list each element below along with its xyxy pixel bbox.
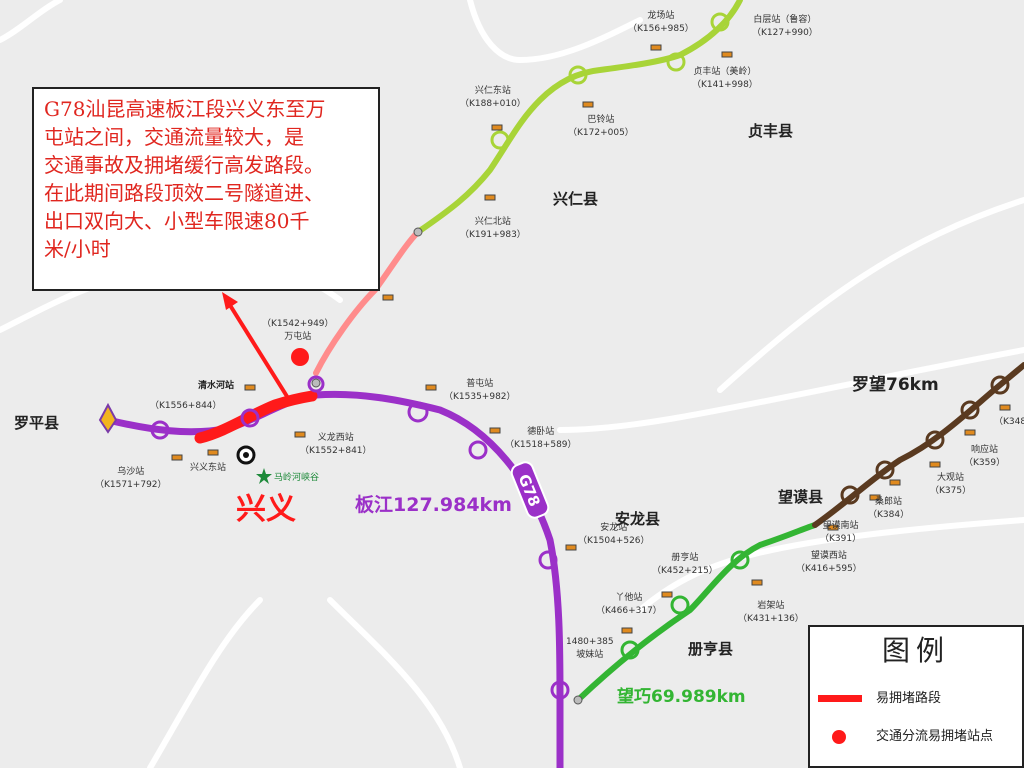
region-luoping: 罗平县 bbox=[14, 414, 60, 432]
station-anlong: 安龙站（K1504+526） bbox=[578, 523, 650, 546]
station-lugu: 桑郎站（K384） bbox=[868, 497, 910, 520]
station-wantun: （K1542+949）万屯站 bbox=[262, 319, 334, 342]
region-anlong: 安龙县 bbox=[615, 510, 661, 528]
interchanges bbox=[150, 12, 1010, 700]
segment-banjiang: 板江127.984km bbox=[355, 494, 512, 516]
station-baijiao: 巴铃站（K172+005） bbox=[568, 115, 634, 138]
legend-title: 图例 bbox=[881, 634, 950, 667]
legend: 图例 易拥堵路段 交通分流易拥堵站点 bbox=[808, 625, 1024, 768]
grey-node-3 bbox=[573, 695, 583, 705]
station-longtou: 龙场站（K156+985） bbox=[628, 11, 694, 34]
legend-segment-swatch bbox=[818, 695, 862, 702]
station-xingyidong: 兴义东站 bbox=[190, 463, 227, 473]
callout-line-6: 米/小时 bbox=[44, 237, 111, 261]
station-markers bbox=[171, 44, 1011, 634]
region-xingren: 兴仁县 bbox=[553, 190, 599, 208]
luoping-endpoint-icon bbox=[98, 402, 118, 434]
grey-node-2 bbox=[413, 227, 423, 237]
grey-node bbox=[311, 378, 321, 388]
station-yangping: 响应站（K359） bbox=[964, 445, 1006, 468]
station-k1556: （K1556+844） bbox=[150, 401, 222, 411]
station-dexi: 德卧站（K1518+589） bbox=[505, 427, 577, 450]
region-xingyi: 兴义 bbox=[236, 492, 296, 527]
station-xingyixi: 义龙西站（K1552+841） bbox=[300, 433, 372, 456]
station-qingshuihe: 清水河站 bbox=[198, 381, 235, 391]
legend-station-label: 交通分流易拥堵站点 bbox=[876, 729, 994, 744]
station-xingrendong: 兴仁东站（K188+010） bbox=[460, 86, 526, 109]
legend-row-station: 交通分流易拥堵站点 bbox=[818, 725, 993, 744]
station-luodian: （K348 bbox=[994, 417, 1024, 427]
segment-luowang: 罗望76km bbox=[852, 375, 939, 395]
station-cehengbei: 册亨站（K452+215） bbox=[652, 553, 718, 576]
station-yanjia: 岩架站（K431+136） bbox=[738, 601, 804, 624]
station-malinghe: 马岭河峡谷 bbox=[274, 473, 320, 483]
station-baicheng: 白层站（鲁容）（K127+990） bbox=[752, 15, 818, 38]
callout-line-4: 在此期间路段顶效二号隧道进、 bbox=[44, 181, 324, 205]
callout-line-5: 出口双向大、小型车限速80千 bbox=[44, 209, 310, 233]
station-xingrenbei: 兴仁北站（K191+983） bbox=[460, 217, 526, 240]
station-dingtou: 丫他站（K466+317） bbox=[596, 593, 662, 616]
legend-station-swatch bbox=[832, 729, 846, 744]
station-dapin: 大观站（K375） bbox=[930, 473, 972, 496]
callout-line-2: 屯站之间，交通流量较大，是 bbox=[44, 125, 304, 149]
callout-line-1: G78汕昆高速板江段兴义东至万 bbox=[44, 97, 326, 121]
congestion-segment bbox=[194, 390, 318, 444]
station-wusha: 乌沙站（K1571+792） bbox=[95, 467, 167, 490]
station-wangmo: 望谟西站（K416+595） bbox=[796, 551, 862, 574]
station-dingxiao: 普屯站（K1535+982） bbox=[444, 379, 516, 402]
callout-line-3: 交通事故及拥堵缓行高发路段。 bbox=[44, 153, 324, 177]
callout-arrow bbox=[222, 292, 290, 400]
malinghe-icon bbox=[256, 468, 272, 484]
segment-wangqiao: 望巧69.989km bbox=[617, 687, 746, 707]
congested-station-dot bbox=[291, 348, 309, 366]
region-wangmo: 望谟县 bbox=[778, 488, 824, 506]
region-ceheng: 册亨县 bbox=[688, 640, 734, 658]
station-zhenfeng: 贞丰站（美岭）（K141+998） bbox=[692, 67, 758, 90]
legend-row-segment: 易拥堵路段 bbox=[818, 687, 941, 706]
legend-segment-label: 易拥堵路段 bbox=[876, 691, 942, 706]
notice-callout: G78汕昆高速板江段兴义东至万 屯站之间，交通流量较大，是 交通事故及拥堵缓行高… bbox=[32, 87, 380, 291]
xingyi-city-marker bbox=[236, 445, 256, 465]
region-zhenfeng: 贞丰县 bbox=[748, 122, 794, 140]
station-wanggang: 望谟南站（K391） bbox=[820, 521, 862, 544]
